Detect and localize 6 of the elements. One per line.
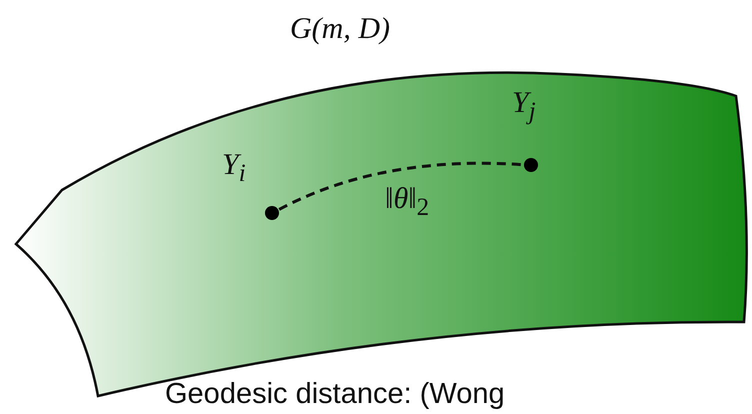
geodesic-curve	[278, 162, 524, 211]
point-label: Y$_{i}$	[222, 148, 246, 188]
manifold-title: G(m, D)	[290, 12, 390, 46]
caption: Geodesic distance: (Wong	[165, 378, 505, 411]
edge-label: ‖θ‖$_{2}$	[385, 182, 430, 222]
point-label: Y$_{j}$	[512, 86, 536, 126]
